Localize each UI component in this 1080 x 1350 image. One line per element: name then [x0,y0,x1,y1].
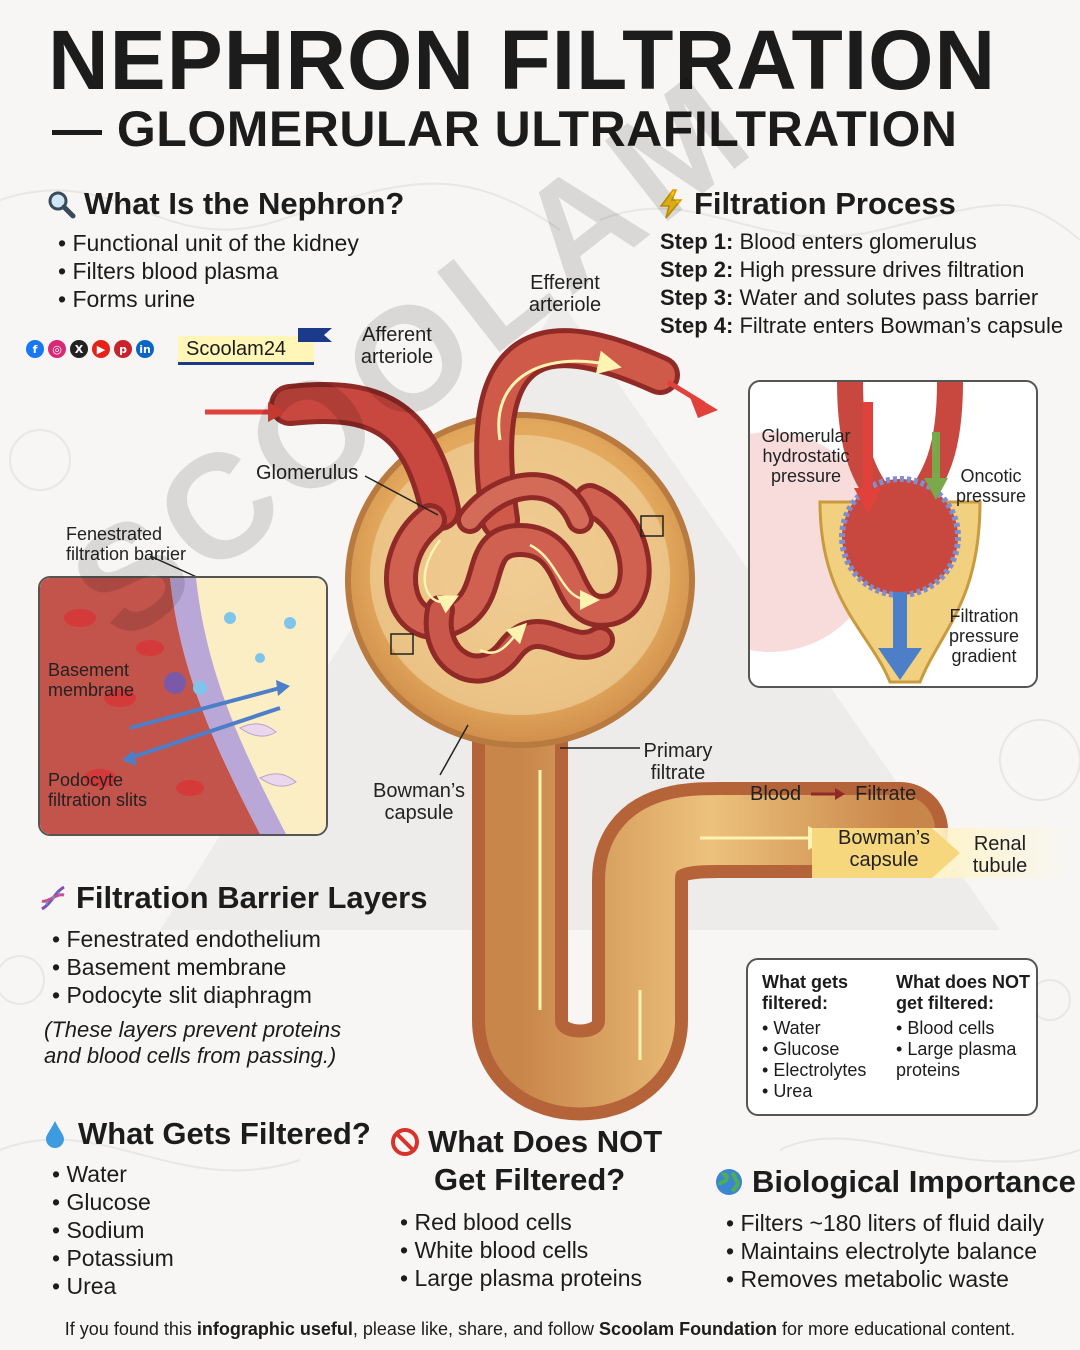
droplet-icon [46,1121,64,1148]
gets-filtered-heading-text: What Gets Filtered? [78,1116,371,1151]
process-heading-text: Filtration Process [694,186,956,221]
pressure-inset [748,380,1038,688]
list-item: Blood cells [896,1018,1030,1039]
glomerulus-label: Glomerulus [256,462,359,484]
filtered-legend: What gets filtered: Water Glucose Electr… [746,958,1038,1116]
flow-bowmans-label: Bowman’s capsule [838,827,930,871]
gets-filtered-list: Water Glucose Sodium Potassium Urea [52,1160,174,1300]
list-item: Water [52,1160,174,1188]
list-item: Fenestrated endothelium [52,925,320,953]
list-item: Glucose [762,1039,866,1060]
list-item: Functional unit of the kidney [58,229,358,257]
youtube-icon[interactable]: ▶ [92,340,110,358]
globe-icon [716,1169,742,1195]
list-item: Podocyte slit diaphragm [52,981,321,1009]
page-title: NEPHRON FILTRATION [48,13,997,107]
legend-not-heading: What does NOT get filtered: [896,972,1030,1013]
gets-filtered-heading: What Gets Filtered? [40,1116,371,1152]
list-item: Large plasma proteins [400,1264,642,1292]
process-steps: Step 1: Blood enters glomerulus Step 2: … [660,228,1063,340]
list-item: Red blood cells [400,1208,642,1236]
filtrate-label: Filtrate [855,783,917,805]
oncotic-label: Oncotic pressure [955,466,1027,506]
list-item: Basement membrane [52,953,321,981]
step-3: Step 3: Water and solutes pass barrier [660,285,1039,310]
afferent-label: Afferent arteriole [360,324,434,368]
basement-label: Basement membrane [48,660,135,700]
not-filtered-list: Red blood cells White blood cells Large … [400,1208,642,1292]
instagram-icon[interactable]: ◎ [48,340,66,358]
legend-not-column: What does NOT get filtered: Blood cells … [896,972,1030,1081]
barrier-layers-heading-text: Filtration Barrier Layers [76,880,428,915]
not-filtered-heading-text: What Does NOT [428,1124,663,1159]
barrier-layers-list: Fenestrated endothelium Basement membran… [52,925,321,1009]
dna-icon [41,885,65,911]
pressure-drawing [750,382,982,684]
barrier-drawing [40,578,326,834]
what-is-heading: What Is the Nephron? [46,186,404,222]
facebook-icon[interactable]: f [26,340,44,358]
step-4: Step 4: Filtrate enters Bowman’s capsule [660,313,1064,338]
list-item: Urea [52,1272,174,1300]
importance-list: Filters ~180 liters of fluid daily Maint… [726,1209,1044,1293]
primary-filtrate-label: Primary filtrate [643,740,713,784]
list-item: Water [762,1018,866,1039]
not-filtered-heading-2: Get Filtered? [434,1162,626,1197]
blood-label: Blood [750,783,802,805]
magnifier-icon [48,191,76,219]
hydrostatic-label: Glomerular hydrostatic pressure [761,426,851,486]
footer: If you found this infographic useful, pl… [64,1319,1016,1339]
legend-gets-heading: What gets filtered: [762,972,849,1013]
arrow-right-icon [811,788,846,800]
barrier-inset [38,576,328,836]
what-is-heading-text: What Is the Nephron? [84,186,405,221]
pinterest-icon[interactable]: p [114,340,132,358]
glomerulus-loops [384,472,652,684]
list-item: Potassium [52,1244,173,1272]
podocyte-label: Podocyte filtration slits [48,770,148,810]
step-1: Step 1: Blood enters glomerulus [660,229,977,254]
bowmans-label: Bowman’s capsule [373,780,465,824]
flow-arrow [812,828,1074,878]
x-icon[interactable]: X [70,340,88,358]
list-item: Forms urine [58,285,359,313]
barrier-layers-heading: Filtration Barrier Layers [38,880,427,916]
list-item: Removes metabolic waste [726,1265,1044,1293]
list-item: Filters blood plasma [58,257,359,285]
what-is-list: Functional unit of the kidney Filters bl… [58,229,359,313]
linkedin-icon[interactable]: in [136,340,154,358]
prohibited-icon [391,1128,419,1156]
fenestrated-label: Fenestrated filtration barrier [66,524,187,564]
list-item: Maintains electrolyte balance [726,1237,1044,1265]
process-heading: Filtration Process [656,186,956,222]
not-filtered-heading: What Does NOT [390,1124,662,1160]
lightning-icon [659,189,683,219]
list-item: Large plasma proteins [896,1039,1030,1081]
list-item: Urea [762,1081,866,1102]
flow-tubule-label: Renal tubule [972,833,1028,877]
list-item: Glucose [52,1188,174,1216]
list-item: White blood cells [400,1236,642,1264]
gradient-label: Filtration pressure gradient [948,606,1020,666]
importance-heading-text: Biological Importance [752,1164,1076,1199]
footer-bold-1: infographic useful [196,1319,353,1339]
list-item: Electrolytes [762,1060,866,1081]
efferent-label: Efferent arteriole [528,272,602,316]
list-item: Filters ~180 liters of fluid daily [726,1209,1044,1237]
footer-bold-2[interactable]: Scoolam Foundation [599,1319,778,1339]
flag-icon [298,328,332,342]
social-icons: f ◎ X ▶ p in [26,340,154,358]
barrier-note: (These layers prevent proteins and blood… [44,1017,342,1068]
brand-handle[interactable]: Scoolam24 [178,336,315,365]
legend-gets-column: What gets filtered: Water Glucose Electr… [762,972,866,1102]
importance-heading: Biological Importance [714,1164,1076,1200]
step-2: Step 2: High pressure drives filtration [660,257,1025,282]
list-item: Sodium [52,1216,174,1244]
page-subtitle: — GLOMERULAR ULTRAFILTRATION [52,101,958,157]
blood-filtrate-flow: Blood Filtrate [750,783,916,805]
